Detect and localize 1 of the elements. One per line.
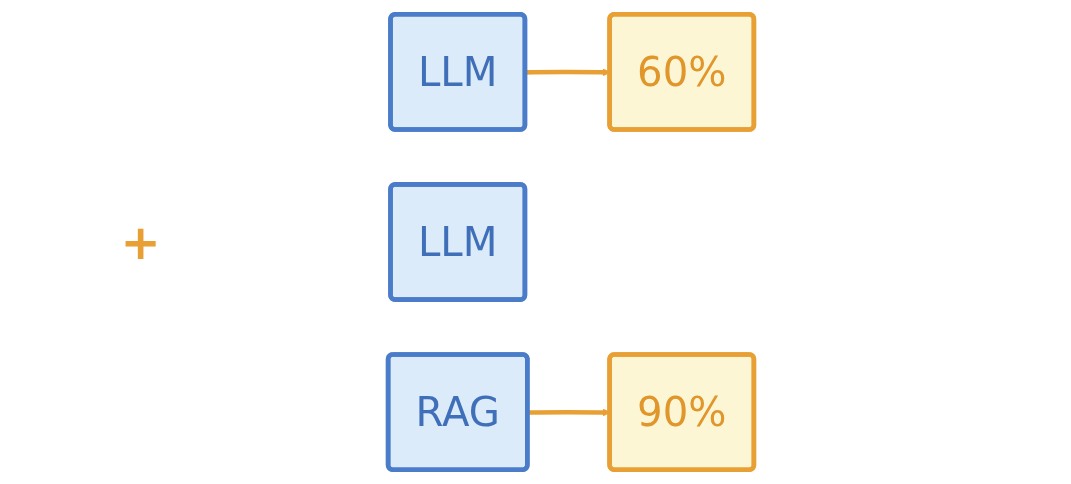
plus-sign: + (120, 214, 161, 270)
